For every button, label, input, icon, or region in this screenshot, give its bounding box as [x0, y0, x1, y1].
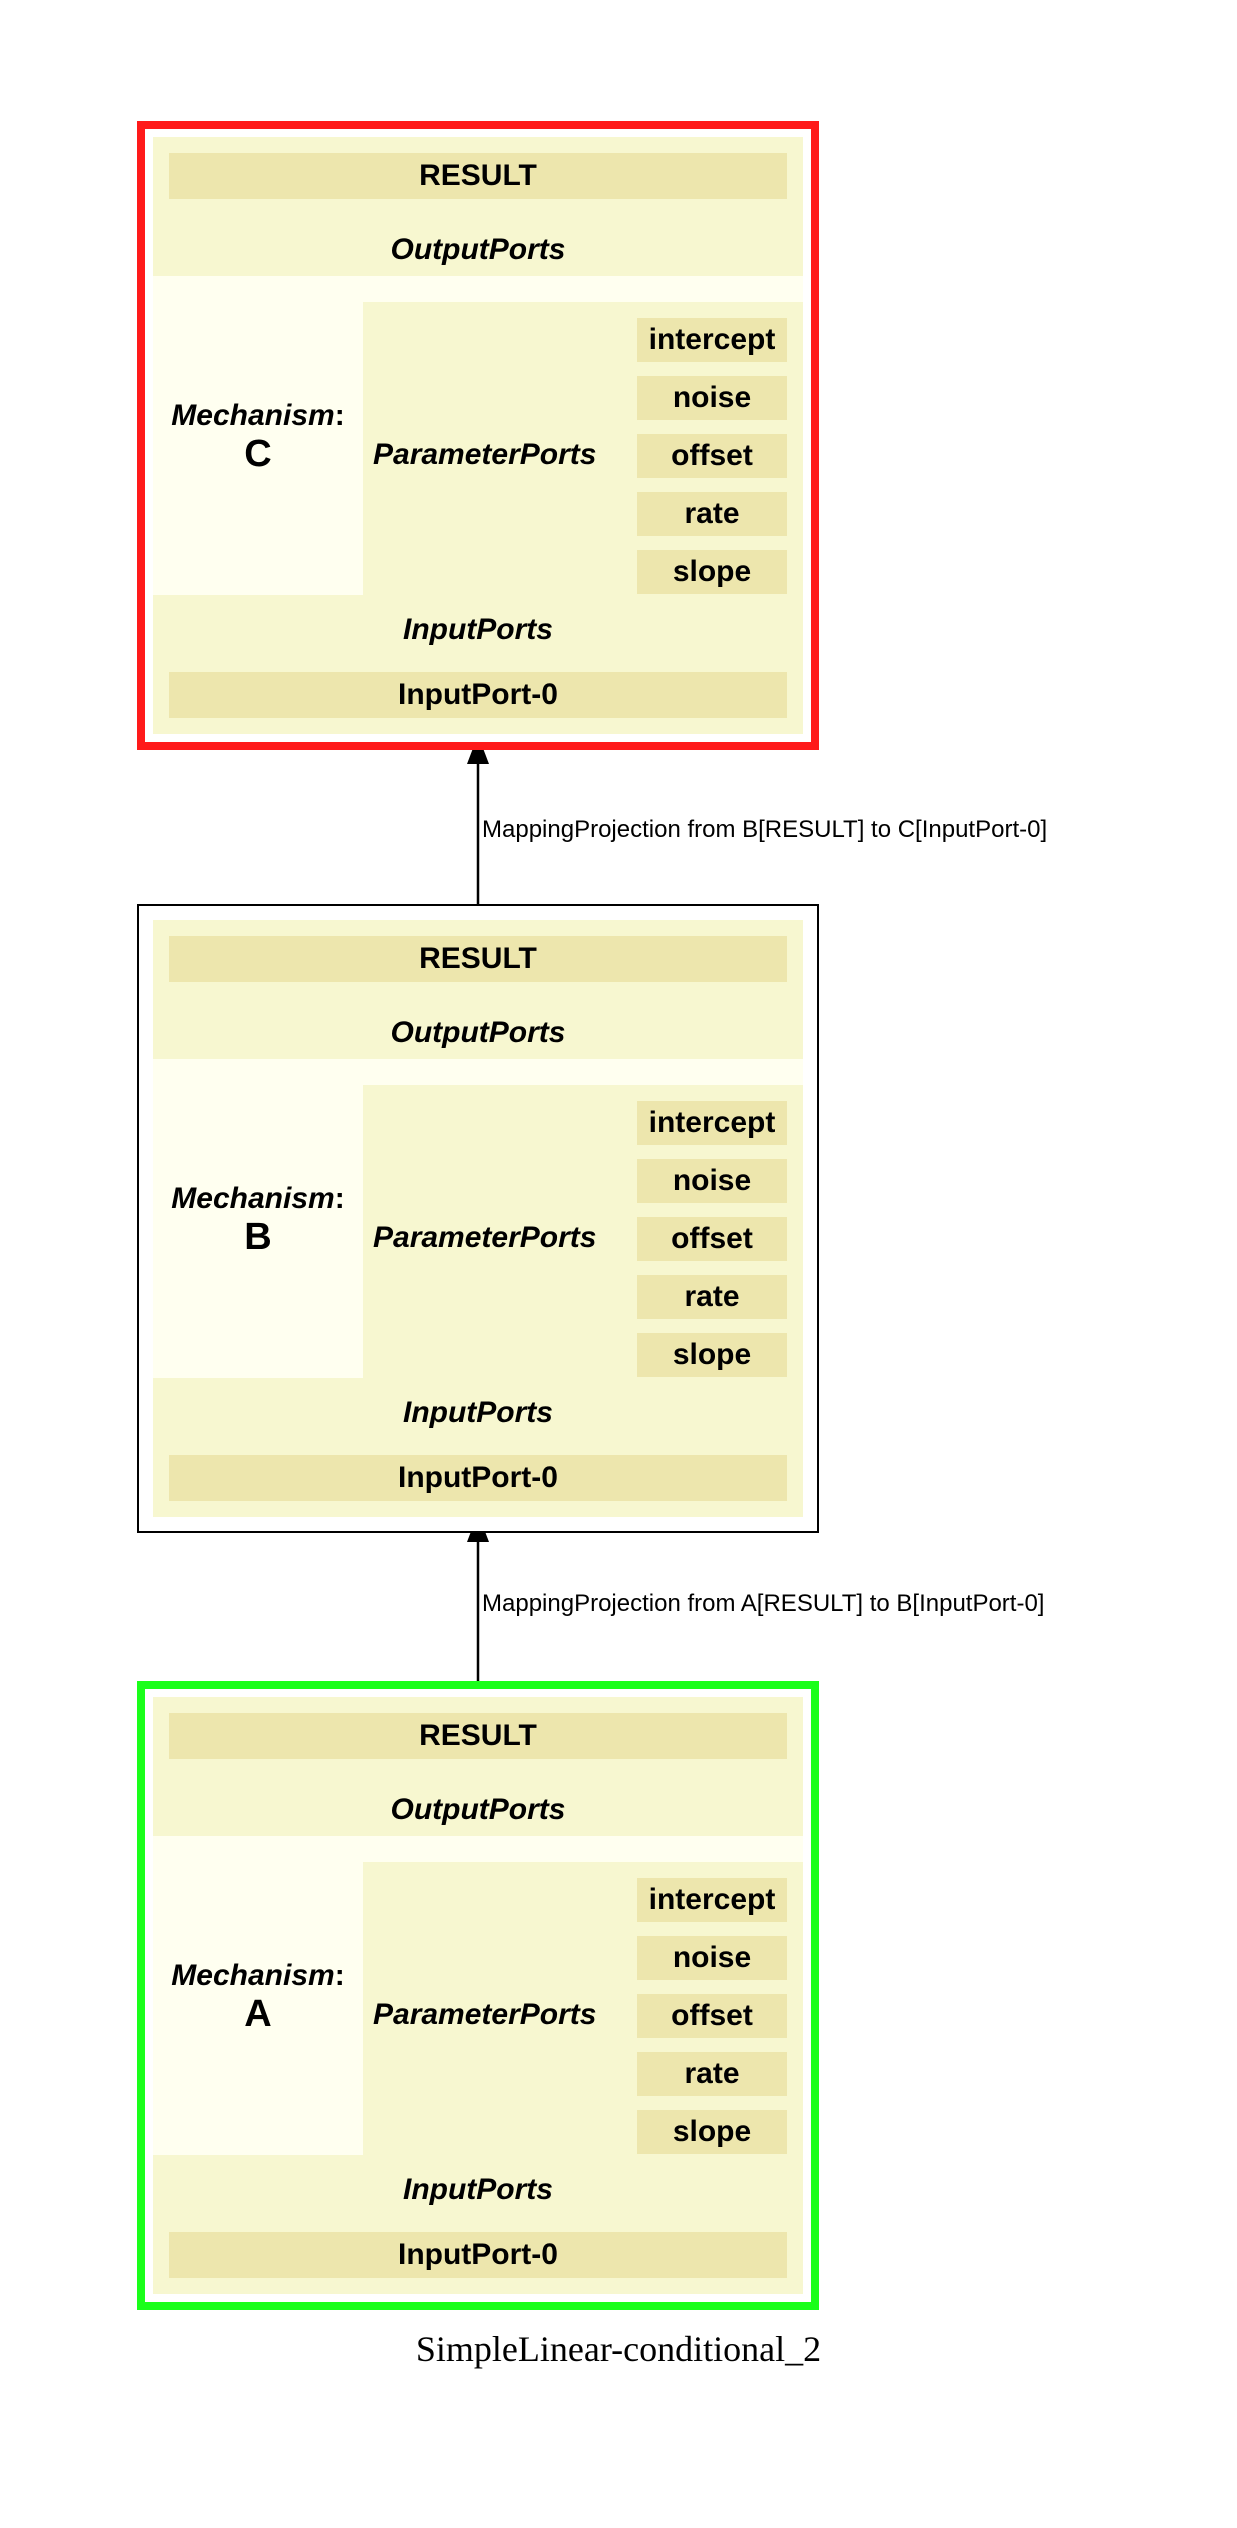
parameter-ports-title: ParameterPorts: [373, 438, 597, 471]
input-ports-panel: InputPorts InputPort-0: [153, 1378, 803, 1517]
parameter-ports-panel: ParameterPorts intercept noise offset ra…: [363, 302, 803, 610]
mechanism-body: RESULT OutputPorts Mechanism: B Paramete…: [153, 920, 803, 1517]
parameter-port-rate[interactable]: rate: [637, 492, 787, 536]
parameter-ports-list: intercept noise offset rate slope: [637, 1878, 787, 2168]
parameter-ports-list: intercept noise offset rate slope: [637, 318, 787, 608]
mechanism-label-colon: :: [334, 399, 345, 432]
parameter-ports-list: intercept noise offset rate slope: [637, 1101, 787, 1391]
output-ports-panel: RESULT OutputPorts: [153, 137, 803, 276]
output-ports-title: OutputPorts: [390, 1793, 566, 1826]
mechanism-label-colon: :: [334, 1182, 345, 1215]
mechanism-label: Mechanism: B: [153, 1182, 363, 1259]
parameter-port-offset[interactable]: offset: [637, 1994, 787, 2038]
output-ports-panel: RESULT OutputPorts: [153, 920, 803, 1059]
parameter-port-noise[interactable]: noise: [637, 376, 787, 420]
parameter-port-rate[interactable]: rate: [637, 2052, 787, 2096]
input-ports-title: InputPorts: [403, 2173, 553, 2206]
output-ports-title: OutputPorts: [390, 1016, 566, 1049]
parameter-port-noise[interactable]: noise: [637, 1936, 787, 1980]
input-port-0[interactable]: InputPort-0: [169, 672, 787, 718]
parameter-ports-panel: ParameterPorts intercept noise offset ra…: [363, 1085, 803, 1393]
input-ports-panel: InputPorts InputPort-0: [153, 2155, 803, 2294]
mechanism-node-b[interactable]: RESULT OutputPorts Mechanism: B Paramete…: [137, 904, 819, 1533]
input-ports-panel: InputPorts InputPort-0: [153, 595, 803, 734]
parameter-ports-panel: ParameterPorts intercept noise offset ra…: [363, 1862, 803, 2170]
input-port-0[interactable]: InputPort-0: [169, 2232, 787, 2278]
parameter-port-offset[interactable]: offset: [637, 1217, 787, 1261]
mechanism-label: Mechanism: A: [153, 1959, 363, 2036]
mechanism-name: C: [244, 433, 272, 475]
mechanism-label: Mechanism: C: [153, 399, 363, 476]
input-port-0[interactable]: InputPort-0: [169, 1455, 787, 1501]
output-port-result[interactable]: RESULT: [169, 936, 787, 982]
parameter-port-offset[interactable]: offset: [637, 434, 787, 478]
mechanism-name: A: [244, 1993, 272, 2035]
parameter-port-slope[interactable]: slope: [637, 1333, 787, 1377]
parameter-port-slope[interactable]: slope: [637, 550, 787, 594]
parameter-port-rate[interactable]: rate: [637, 1275, 787, 1319]
parameter-ports-title: ParameterPorts: [373, 1998, 597, 2031]
output-ports-title: OutputPorts: [390, 233, 566, 266]
output-ports-panel: RESULT OutputPorts: [153, 1697, 803, 1836]
parameter-ports-title: ParameterPorts: [373, 1221, 597, 1254]
mechanism-body: RESULT OutputPorts Mechanism: C Paramete…: [153, 137, 803, 734]
input-ports-title: InputPorts: [403, 1396, 553, 1429]
mechanism-body: RESULT OutputPorts Mechanism: A Paramete…: [153, 1697, 803, 2294]
mechanism-label-colon: :: [334, 1959, 345, 1992]
parameter-port-slope[interactable]: slope: [637, 2110, 787, 2154]
mechanism-node-c[interactable]: RESULT OutputPorts Mechanism: C Paramete…: [137, 121, 819, 750]
mechanism-label-word: Mechanism: [171, 1959, 335, 1992]
parameter-port-intercept[interactable]: intercept: [637, 318, 787, 362]
projection-label-b-to-c: MappingProjection from B[RESULT] to C[In…: [482, 816, 1048, 843]
mechanism-node-a[interactable]: RESULT OutputPorts Mechanism: A Paramete…: [137, 1681, 819, 2310]
mechanism-label-word: Mechanism: [171, 399, 335, 432]
mechanism-label-word: Mechanism: [171, 1182, 335, 1215]
input-ports-title: InputPorts: [403, 613, 553, 646]
mechanism-name: B: [244, 1216, 272, 1258]
parameter-port-intercept[interactable]: intercept: [637, 1878, 787, 1922]
diagram-caption: SimpleLinear-conditional_2: [415, 2329, 822, 2369]
parameter-port-intercept[interactable]: intercept: [637, 1101, 787, 1145]
output-port-result[interactable]: RESULT: [169, 1713, 787, 1759]
output-port-result[interactable]: RESULT: [169, 153, 787, 199]
parameter-port-noise[interactable]: noise: [637, 1159, 787, 1203]
projection-label-a-to-b: MappingProjection from A[RESULT] to B[In…: [482, 1590, 1045, 1617]
